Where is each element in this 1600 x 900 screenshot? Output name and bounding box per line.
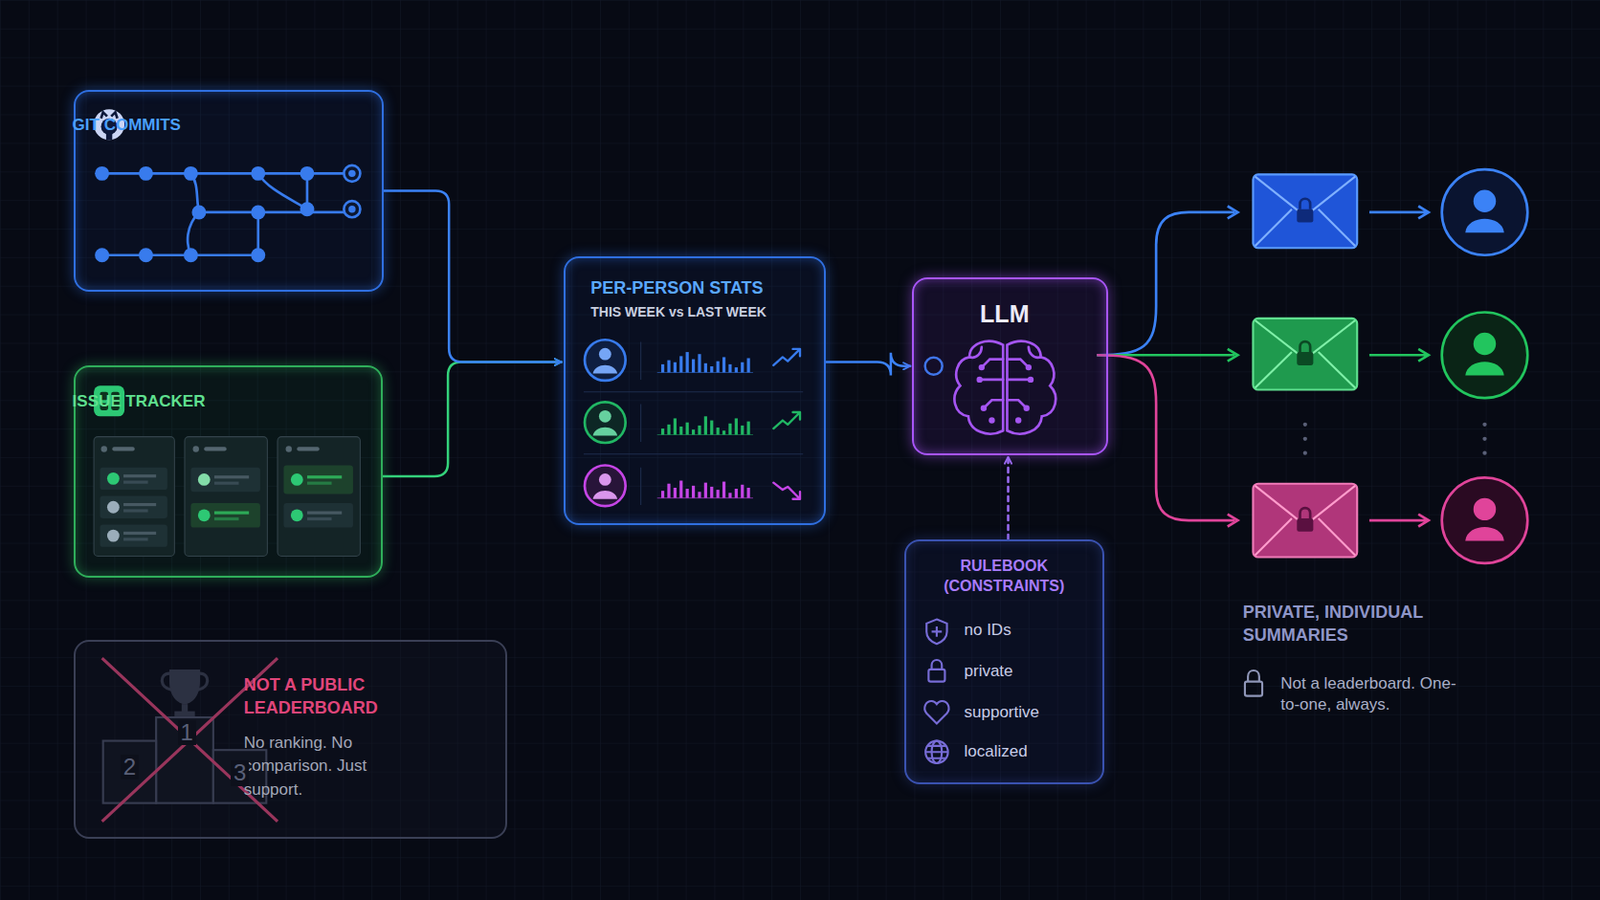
connector-arrow	[383, 190, 562, 362]
node-text: supportive	[964, 702, 1040, 723]
rulebook-box: RULEBOOK (CONSTRAINTS) no IDs private suppo…	[904, 539, 1105, 785]
stats-panel: PER-PERSON STATS THIS WEEK vs LAST WEEK	[563, 256, 826, 527]
node-text: no IDs	[964, 620, 1012, 641]
llm-box: LLM	[911, 277, 1109, 456]
note-panel: NOT A PUBLIC LEADERBOARD No ranking. No c…	[73, 640, 508, 840]
lock-icon	[1244, 670, 1263, 697]
node-text: private	[964, 661, 1014, 682]
node-text: No ranking. No comparison. Just support.	[244, 732, 417, 803]
node-heading: RULEBOOK (CONSTRAINTS)	[932, 556, 1076, 598]
recipients	[1303, 169, 1529, 564]
node-heading: NOT A PUBLIC LEADERBOARD	[244, 673, 436, 721]
output-note: Not a leaderboard. One-to-one, always.	[1280, 673, 1472, 716]
connector-arrow	[825, 353, 912, 377]
envelopes	[1252, 174, 1357, 557]
node-text: THIS WEEK vs LAST WEEK	[590, 304, 767, 322]
connector-arrow	[382, 362, 562, 477]
output-heading: PRIVATE, INDIVIDUAL SUMMARIES	[1243, 601, 1483, 647]
connector-arrow	[1006, 457, 1010, 541]
distribution-lines	[1096, 206, 1429, 528]
source-panel: GIT COMMITS	[73, 89, 384, 292]
source-panel: ISSUE TRACKER	[73, 365, 383, 578]
node-heading: PER-PERSON STATS	[590, 277, 763, 300]
podium-number: 1	[177, 720, 197, 746]
node-text: localized	[964, 741, 1028, 762]
node-heading: ISSUE TRACKER	[72, 391, 206, 412]
node-heading: GIT COMMITS	[72, 114, 181, 135]
podium-number: 3	[230, 760, 249, 786]
podium-number: 2	[120, 755, 139, 780]
node-heading: LLM	[913, 299, 1095, 330]
